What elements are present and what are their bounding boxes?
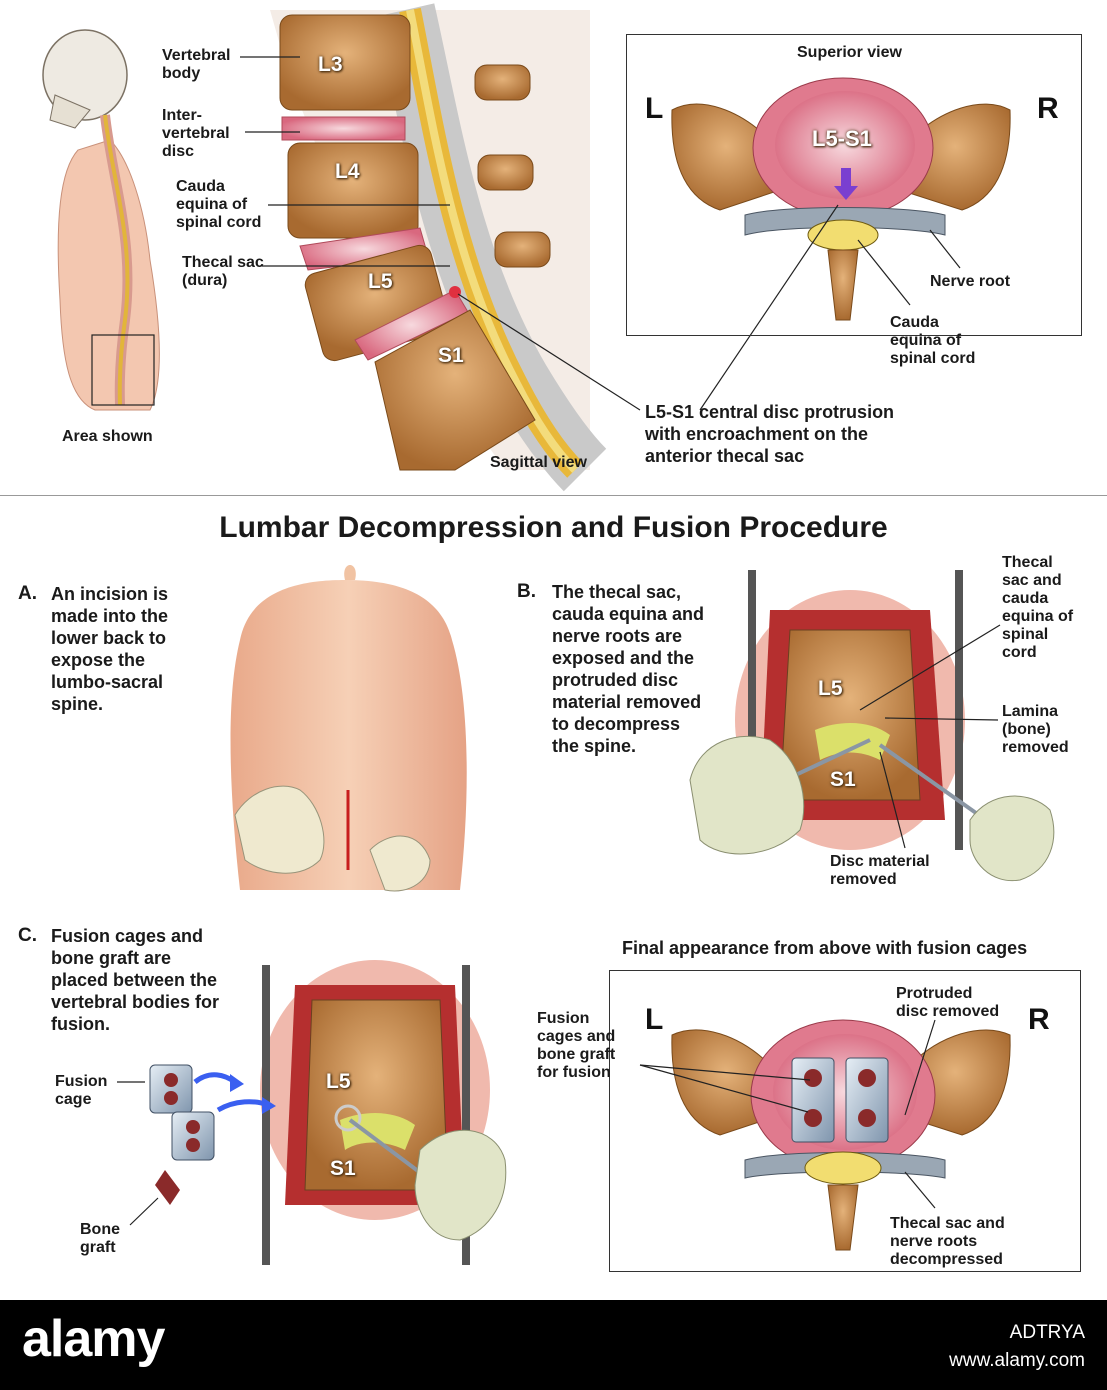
sagittal-leaders [240,56,641,411]
label-b-lamina: Lamina (bone) removed [1002,703,1069,756]
vertebra-label-l5: L5 [368,270,393,293]
section-divider [0,495,1107,496]
c-vertebra-s1: S1 [330,1157,356,1180]
final-vertebra [671,1019,1011,1251]
footer-logo: alamy [22,1310,165,1368]
vertebra-label-s1: S1 [438,344,464,367]
protrusion-note: L5-S1 central disc protrusion with encro… [645,402,895,466]
label-nerve-root: Nerve root [930,273,1011,290]
label-intervertebral-disc: Inter- vertebral disc [162,107,230,160]
label-cauda-equina: Cauda equina of spinal cord [176,178,262,231]
superior-leaders [699,204,961,411]
sagittal-view-caption: Sagittal view [490,454,587,471]
procedure-title: Lumbar Decompression and Fusion Procedur… [219,511,888,544]
disc-label-l5-s1: L5-S1 [812,126,872,151]
body-silhouette [42,29,160,411]
label-protruded-disc-removed: Protruded disc removed [896,985,1000,1020]
step-b-letter: B. [517,581,536,602]
vertebra-label-l3: L3 [318,53,343,76]
footer-image-id: ADTRYA [1009,1322,1085,1343]
final-leaders [639,1019,936,1209]
superior-view-frame [626,34,1082,336]
superior-vertebra [671,77,1011,321]
b-vertebra-s1: S1 [830,768,856,791]
label-final-cages: Fusion cages and bone graft for fusion [537,1010,616,1081]
area-shown-caption: Area shown [62,428,153,445]
surgical-field-b [689,570,1055,882]
back-illustration [230,565,467,892]
final-left-marker: L [645,1003,664,1036]
step-a-text: An incision is made into the lower back … [51,584,169,714]
footer-url: www.alamy.com [949,1350,1085,1371]
surgical-field-c [260,960,507,1265]
label-bone-graft: Bone graft [80,1221,120,1256]
b-vertebra-l5: L5 [818,677,843,700]
final-right-marker: R [1028,1003,1050,1036]
fusion-cages-loose [149,1064,276,1205]
surgical-b-leaders [859,624,1001,849]
step-b-text: The thecal sac, cauda equina and nerve r… [552,582,705,756]
superior-view-caption: Superior view [797,44,902,61]
c-vertebra-l5: L5 [326,1070,351,1093]
label-superior-cauda: Cauda equina of spinal cord [890,314,976,367]
step-c-text: Fusion cages and bone graft are placed b… [51,926,220,1034]
superior-right-marker: R [1037,92,1059,125]
final-view-frame [609,970,1081,1272]
final-caption: Final appearance from above with fusion … [622,938,1028,958]
step-c-leaders [117,1081,159,1226]
sagittal-spine [270,3,607,492]
footer-bar [0,1300,1107,1390]
label-fusion-cage: Fusion cage [55,1073,108,1108]
vertebra-label-l4: L4 [335,160,360,183]
label-b-thecal-sac: Thecal sac and cauda equina of spinal co… [1002,554,1074,661]
label-decompressed: Thecal sac and nerve roots decompressed [890,1215,1005,1268]
superior-left-marker: L [645,92,664,125]
step-c-letter: C. [18,925,37,946]
label-thecal-sac: Thecal sac (dura) [182,254,264,289]
label-vertebral-body: Vertebral body [162,47,231,82]
step-a-letter: A. [18,583,37,604]
label-b-disc-removed: Disc material removed [830,853,930,888]
